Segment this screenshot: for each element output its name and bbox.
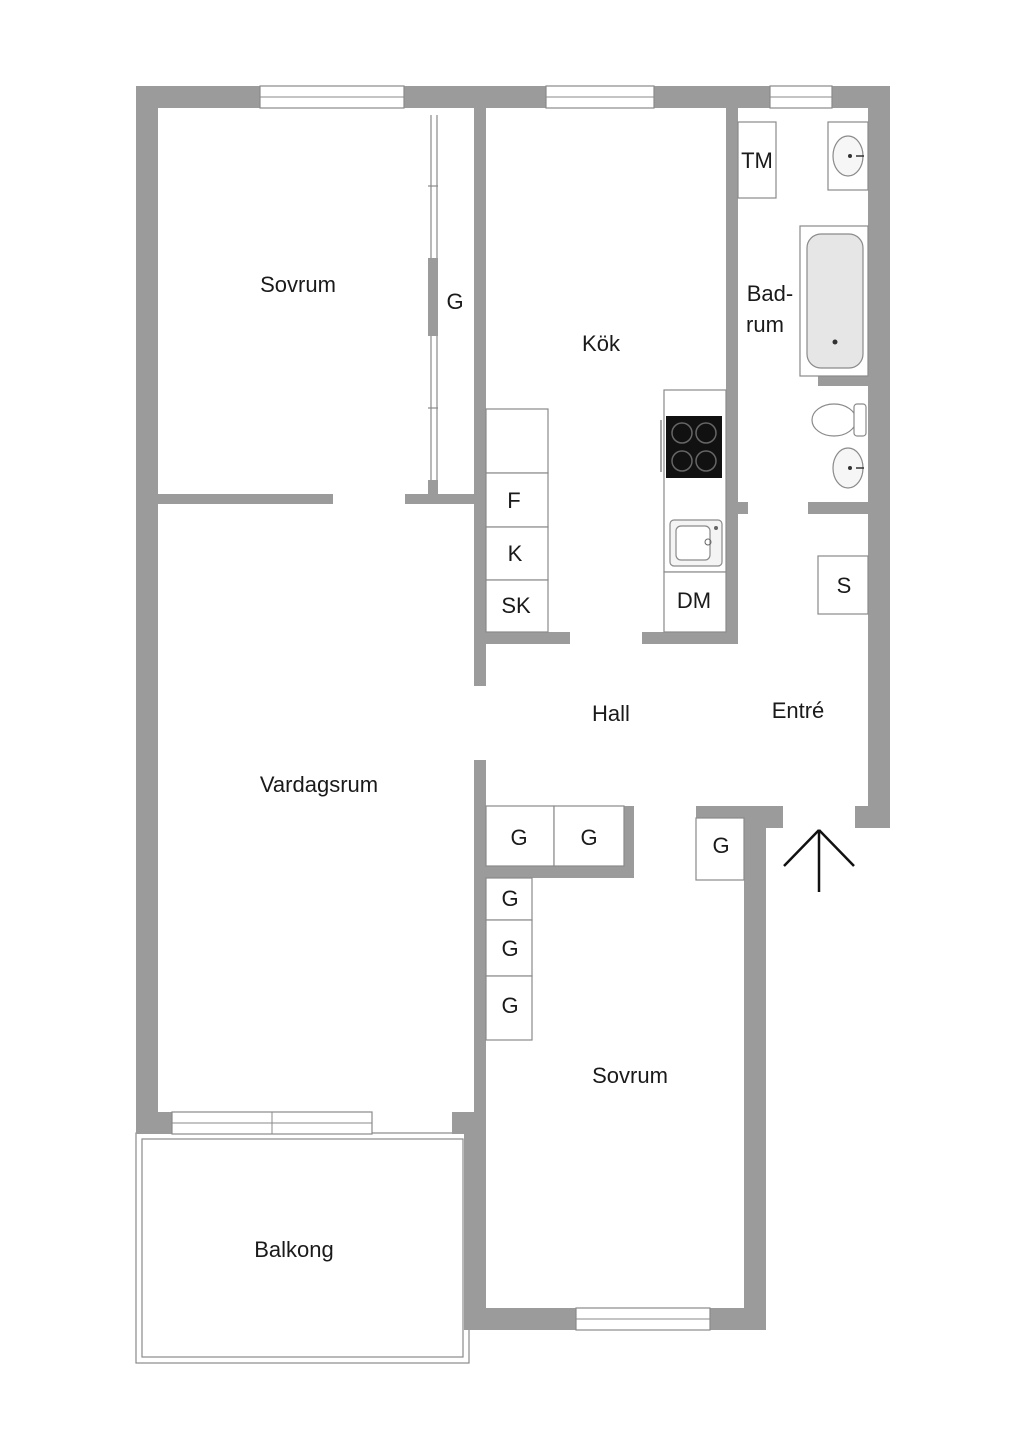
fixture-label-wardrobe: G [501, 936, 518, 961]
fixture-label-wardrobe: G [501, 886, 518, 911]
room-label-badrum-line2: rum [746, 312, 784, 337]
fixture-label-storage: S [837, 573, 852, 598]
entrance-arrow-icon [783, 829, 855, 892]
fixture-label-wardrobe: G [501, 993, 518, 1018]
storage-unit [817, 555, 869, 615]
windows [171, 85, 833, 1331]
kitchen-sink-icon [669, 519, 723, 567]
fixture-label-dishwasher: DM [677, 588, 711, 613]
stove-icon [660, 416, 722, 478]
room-label-badrum-line1: Bad- [747, 281, 793, 306]
bathroom-fixtures [737, 121, 869, 489]
bedroom-wardrobes [485, 877, 533, 1041]
toilet-icon [811, 403, 867, 437]
room-label-sovrum-2: Sovrum [592, 1063, 668, 1088]
washbasin-icon [827, 121, 869, 191]
fixture-label-wardrobe: G [510, 825, 527, 850]
sliding-wardrobe-doors [428, 115, 438, 480]
washbasin-icon [832, 447, 864, 489]
fixture-label-pantry: SK [501, 593, 531, 618]
room-label-vardagsrum: Vardagsrum [260, 772, 378, 797]
room-label-sovrum-1: Sovrum [260, 272, 336, 297]
fixture-label-wardrobe: G [580, 825, 597, 850]
room-label-hall: Hall [592, 701, 630, 726]
bathtub-icon [799, 225, 869, 377]
fixture-label-wardrobe: G [712, 833, 729, 858]
balcony [135, 1132, 470, 1364]
room-label-entre: Entré [772, 698, 825, 723]
room-label-balkong: Balkong [254, 1237, 334, 1262]
hall-wardrobes [485, 805, 745, 881]
room-label-kok: Kök [582, 331, 621, 356]
fixture-label-freezer: K [508, 541, 523, 566]
fixture-label-wardrobe: G [446, 289, 463, 314]
fixture-label-washer: TM [741, 148, 773, 173]
fixture-label-fridge: F [507, 488, 520, 513]
kitchen-left-units [485, 408, 549, 633]
